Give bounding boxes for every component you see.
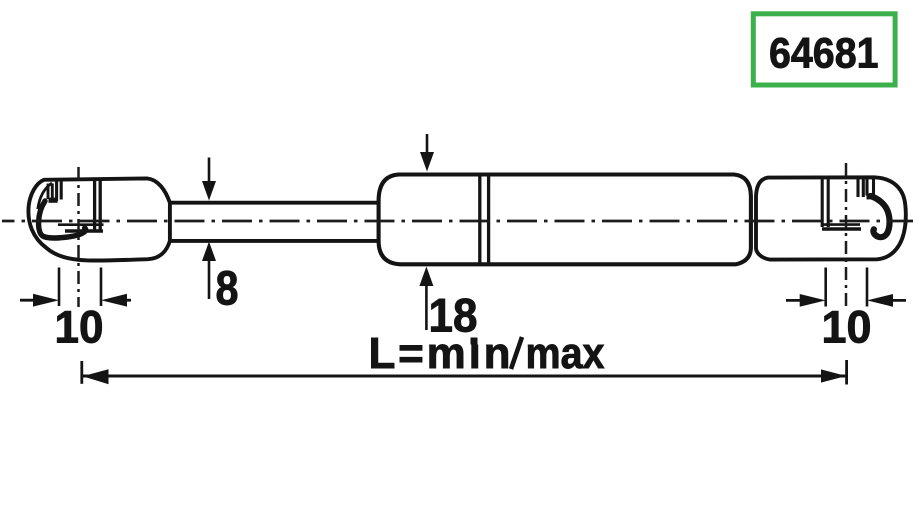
svg-text:64681: 64681 bbox=[769, 30, 879, 78]
svg-text:L=mın: L=mın bbox=[369, 329, 511, 378]
svg-text:max: max bbox=[526, 329, 605, 378]
svg-text:18: 18 bbox=[429, 290, 478, 343]
svg-text:10: 10 bbox=[55, 302, 104, 353]
svg-text:8: 8 bbox=[216, 263, 239, 316]
svg-text:10: 10 bbox=[822, 302, 872, 353]
